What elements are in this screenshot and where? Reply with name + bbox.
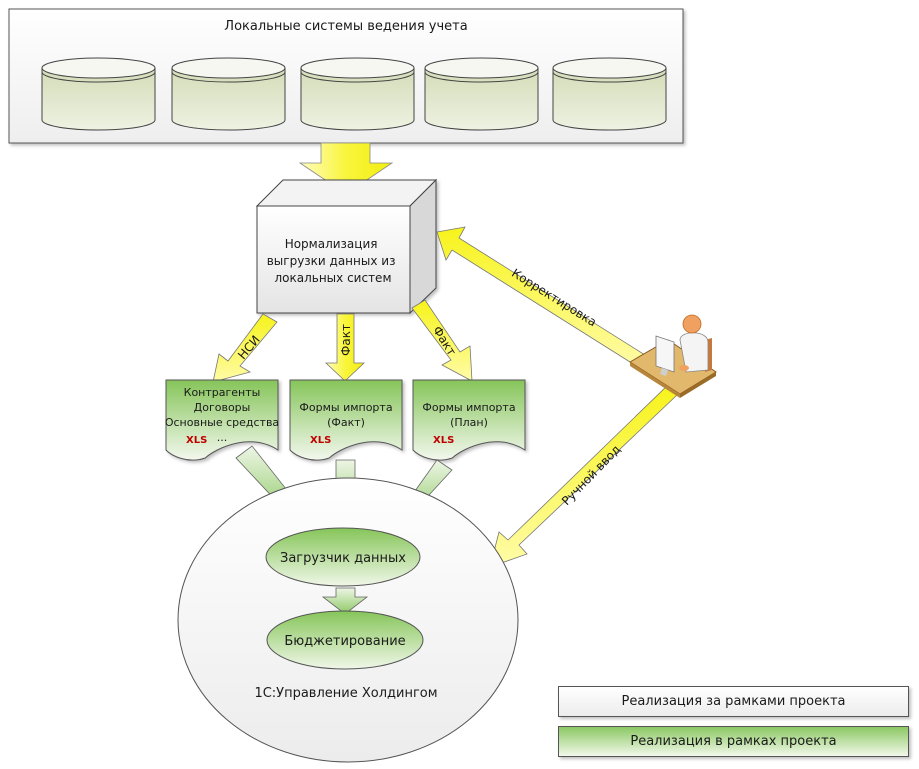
xls-badge: XLS bbox=[310, 435, 331, 446]
document-line: (План) bbox=[450, 416, 488, 429]
svg-text:Факт: Факт bbox=[339, 324, 353, 356]
arrow-down-to-normalization bbox=[298, 142, 394, 195]
document-line: ... bbox=[217, 431, 228, 444]
svg-text:Ручной ввод: Ручной ввод bbox=[559, 442, 623, 508]
xls-document: Формы импорта (План) XLS bbox=[412, 379, 526, 461]
svg-text:Загрузчик данных: Загрузчик данных bbox=[280, 551, 406, 566]
database-icon bbox=[552, 57, 667, 131]
legend-outside-project: Реализация за рамками проекта bbox=[558, 686, 909, 717]
arrow-fact-right: Факт bbox=[411, 299, 473, 382]
budgeting-node: Бюджетирование bbox=[266, 610, 424, 670]
green-arrow-loader-to-budgeting bbox=[321, 587, 369, 615]
document-line: (Факт) bbox=[327, 416, 365, 429]
arrow-nsi: НСИ bbox=[212, 313, 278, 383]
document-line: Основные средства bbox=[165, 416, 279, 429]
database-icon bbox=[171, 57, 286, 131]
normalization-label: Нормализация выгрузки данных из локальны… bbox=[267, 237, 400, 285]
document-line: Договоры bbox=[194, 401, 251, 414]
local-systems-panel: Локальные системы ведения учета bbox=[8, 8, 684, 144]
document-line: Формы импорта bbox=[299, 401, 392, 414]
xls-badge: XLS bbox=[433, 435, 454, 446]
document-line: Контрагенты bbox=[184, 386, 261, 399]
legend-inside-project: Реализация в рамках проекта bbox=[558, 726, 909, 757]
legend-outside-label: Реализация за рамками проекта bbox=[621, 694, 846, 709]
user-at-computer-icon bbox=[629, 314, 717, 398]
arrow-correction: Корректировка bbox=[436, 226, 646, 368]
svg-text:Бюджетирование: Бюджетирование bbox=[284, 634, 405, 649]
data-loader-node: Загрузчик данных bbox=[265, 527, 421, 587]
xls-document: Формы импорта (Факт) XLS bbox=[289, 379, 403, 461]
svg-text:Корректировка: Корректировка bbox=[509, 266, 599, 329]
normalization-box bbox=[255, 178, 438, 315]
database-icon bbox=[41, 57, 156, 131]
arrow-fact-center: Факт bbox=[324, 313, 366, 382]
database-icon bbox=[300, 57, 415, 131]
svg-text:Факт: Факт bbox=[430, 324, 459, 358]
legend-inside-label: Реализация в рамках проекта bbox=[630, 734, 837, 749]
document-line: Формы импорта bbox=[422, 401, 515, 414]
database-icon bbox=[424, 57, 539, 131]
xls-badge: XLS bbox=[186, 435, 207, 446]
system-name: 1С:Управление Холдингом bbox=[254, 686, 437, 701]
local-systems-title: Локальные системы ведения учета bbox=[224, 19, 467, 34]
